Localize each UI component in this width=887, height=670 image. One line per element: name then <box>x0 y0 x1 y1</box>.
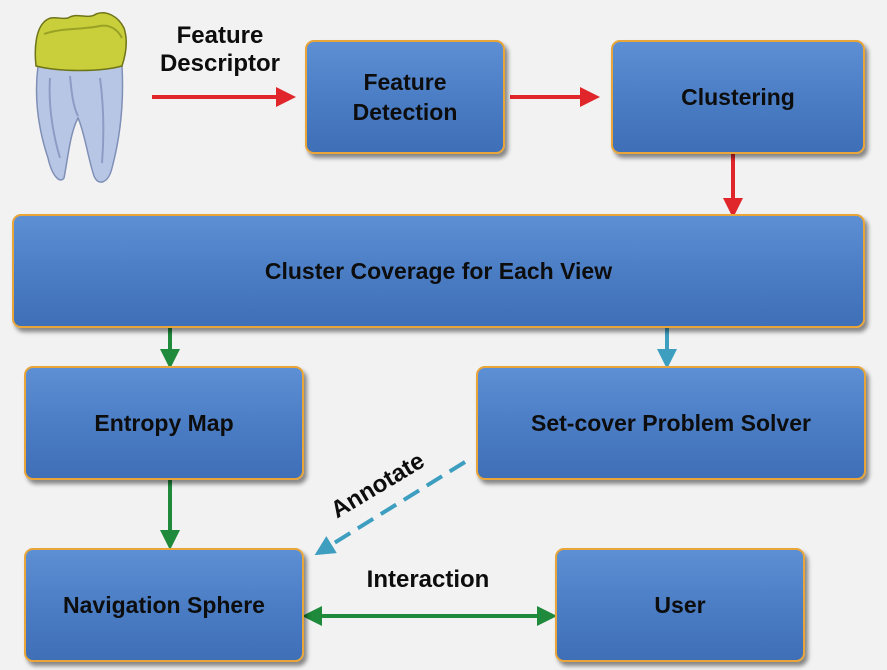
tooth-crown-shading <box>43 24 123 39</box>
arrow-setcover-annotate-navigation <box>314 460 467 556</box>
clustering-label: Clustering <box>681 84 795 110</box>
cluster-coverage-label: Cluster Coverage for Each View <box>264 258 613 284</box>
set-cover-box: Set-cover Problem Solver <box>476 366 866 480</box>
user-box: User <box>555 548 805 662</box>
set-cover-label: Set-cover Problem Solver <box>531 410 811 436</box>
tooth-model-image <box>34 12 127 183</box>
entropy-map-box: Entropy Map <box>24 366 304 480</box>
interaction-label: Interaction <box>366 566 490 593</box>
tooth-crown <box>34 12 127 72</box>
user-label: User <box>654 592 706 618</box>
feature-descriptor-label: Feature Descriptor <box>159 22 281 77</box>
navigation-sphere-box: Navigation Sphere <box>24 548 304 662</box>
clustering-box: Clustering <box>611 40 865 154</box>
cluster-coverage-box: Cluster Coverage for Each View <box>12 214 865 328</box>
navigation-sphere-label: Navigation Sphere <box>63 592 265 618</box>
feature-detection-box: Feature Detection <box>305 40 505 154</box>
entropy-map-label: Entropy Map <box>94 410 234 436</box>
feature-detection-label: Feature Detection <box>352 69 458 125</box>
tooth-root-shading <box>48 75 105 164</box>
